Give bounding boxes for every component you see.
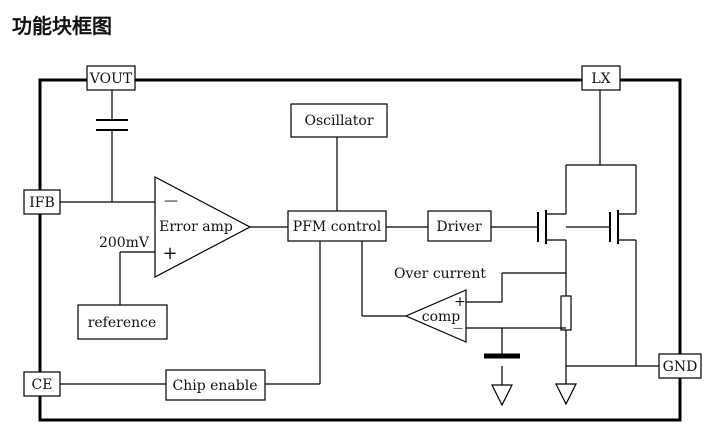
gnd-pin <box>658 353 702 379</box>
chip-enable-box <box>165 369 266 401</box>
ref-voltage-label: 200mV <box>99 235 150 251</box>
ce-label: CE <box>32 377 53 393</box>
lx-pin <box>581 65 621 91</box>
comp-plus-sign: + <box>454 294 466 310</box>
reference-box <box>77 304 168 340</box>
comp-minus-sign: — <box>453 323 463 334</box>
vout-label: VOUT <box>89 71 133 87</box>
pfm-control-box <box>287 210 387 242</box>
driver-box <box>427 210 492 242</box>
chip-enable-label: Chip enable <box>173 378 258 394</box>
comp-label: comp <box>422 309 461 325</box>
pfm-control-label: PFM control <box>293 219 382 235</box>
error-amp-triangle <box>154 176 252 278</box>
chip-outline <box>38 78 682 422</box>
ground-symbol-left <box>491 384 513 407</box>
error-amp-plus-sign: + <box>162 243 177 264</box>
ifb-pin <box>23 189 61 215</box>
gnd-label: GND <box>663 359 698 375</box>
sense-resistor <box>560 295 572 331</box>
page-title: 功能块框图 <box>12 14 112 38</box>
lx-label: LX <box>591 71 610 87</box>
driver-label: Driver <box>436 219 482 235</box>
oscillator-box <box>290 103 388 138</box>
oscillator-label: Oscillator <box>304 113 373 129</box>
over-current-label: Over current <box>394 266 486 282</box>
comparator-triangle <box>404 289 467 343</box>
ifb-label: IFB <box>29 195 55 211</box>
ce-pin <box>23 371 61 397</box>
vout-pin <box>86 65 136 91</box>
error-amp-label: Error amp <box>159 219 233 235</box>
reference-label: reference <box>88 315 157 331</box>
ground-symbol-right <box>555 383 577 406</box>
error-amp-minus-sign: — <box>164 193 178 209</box>
